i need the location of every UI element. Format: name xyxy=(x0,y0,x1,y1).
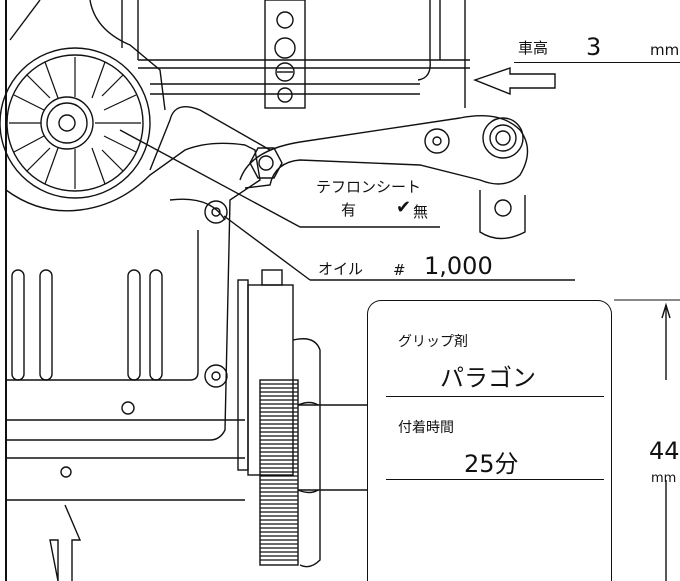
ride-height-label: 車高 xyxy=(518,39,549,57)
oil-value: 1,000 xyxy=(424,252,493,280)
apply-time-underline xyxy=(386,479,604,480)
grip-agent-label: グリップ剤 xyxy=(398,334,468,350)
grip-agent-underline xyxy=(386,396,604,397)
tire-dimension-value: 44 xyxy=(649,437,680,465)
check-icon: ✔ xyxy=(396,197,412,218)
teflon-option-yes: 有 xyxy=(341,201,357,219)
teflon-option-no: 無 xyxy=(413,203,429,221)
apply-time-label: 付着時間 xyxy=(398,420,454,436)
grip-info-card: グリップ剤 パラゴン 付着時間 25分 xyxy=(367,300,612,581)
apply-time-value: 25分 xyxy=(464,450,519,478)
ride-height-unit: mm xyxy=(650,41,680,59)
oil-label: オイル xyxy=(318,260,364,278)
tire-tread xyxy=(260,383,298,561)
teflon-sheet-label: テフロンシート xyxy=(316,178,422,196)
ride-height-value: 3 xyxy=(586,33,602,61)
ride-height-underline xyxy=(514,62,680,63)
oil-hash: # xyxy=(393,261,406,279)
tire-dimension-unit: mm xyxy=(651,471,677,486)
grip-agent-value: パラゴン xyxy=(440,364,536,392)
